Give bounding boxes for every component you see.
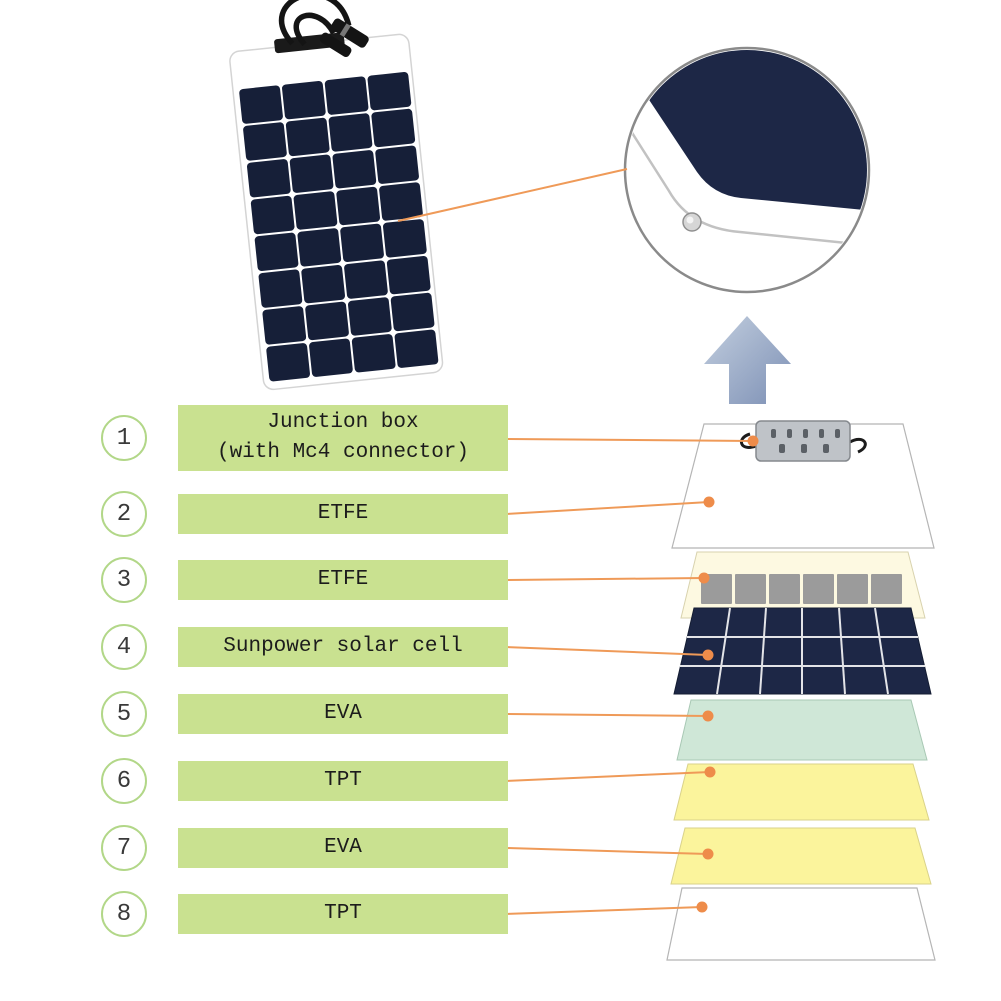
- legend-number: 2: [101, 491, 147, 537]
- layer-tpt-upper: [673, 763, 930, 821]
- legend-number: 3: [101, 557, 147, 603]
- etfe-cell-grid: [701, 574, 902, 604]
- legend-label-bar: TPT: [178, 894, 508, 934]
- flexible-solar-panel: [229, 0, 444, 391]
- legend-label-bar: EVA: [178, 828, 508, 868]
- layer-eva-lower: [670, 827, 932, 885]
- corner-detail-magnifier: [623, 46, 871, 294]
- legend-number: 6: [101, 758, 147, 804]
- junction-box: [740, 420, 867, 462]
- layer-eva-upper: [676, 699, 928, 761]
- up-arrow: [704, 316, 791, 404]
- legend-label-bar: TPT: [178, 761, 508, 801]
- legend-label-bar: ETFE: [178, 560, 508, 600]
- mc4-cable: [278, 0, 369, 57]
- legend-label-bar: ETFE: [178, 494, 508, 534]
- layer-tpt-lower: [666, 887, 936, 961]
- connector-lines: [397, 168, 754, 915]
- legend-number: 4: [101, 624, 147, 670]
- mc4-connector-icon: [319, 32, 352, 57]
- layer-stack: [666, 420, 936, 961]
- legend-number: 1: [101, 415, 147, 461]
- mc4-connector-icon: [331, 18, 369, 48]
- legend-label-bar: Junction box (with Mc4 connector): [178, 405, 508, 471]
- corner-screw-icon: [682, 212, 702, 232]
- legend-label-bar: Sunpower solar cell: [178, 627, 508, 667]
- solar-cell-gridlines: [680, 607, 925, 695]
- legend-label-bar: EVA: [178, 694, 508, 734]
- legend-number: 8: [101, 891, 147, 937]
- connector-dots: [696, 435, 759, 913]
- legend-number: 7: [101, 825, 147, 871]
- legend-number: 5: [101, 691, 147, 737]
